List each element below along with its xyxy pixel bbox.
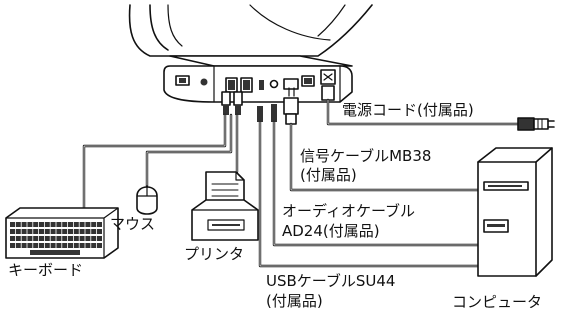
usb-cable-label: USBケーブルSU44 (266, 272, 396, 290)
printer (191, 171, 259, 241)
keyboard-key (91, 236, 97, 241)
keyboard-key (91, 243, 97, 248)
keyboard-key (10, 236, 15, 241)
monitor-base-top (169, 55, 353, 67)
keyboard-key (85, 222, 91, 227)
keyboard-key (21, 222, 27, 227)
signal-cable-label-2: (付属品) (300, 166, 357, 184)
keyboard (5, 207, 119, 259)
keyboard-key (15, 243, 21, 248)
keyboard-key (50, 222, 56, 227)
monitor (128, 4, 373, 103)
signal-port-icon (283, 78, 299, 90)
keyboard-key (44, 236, 50, 241)
keyboard-key (21, 243, 27, 248)
keyboard-key (15, 236, 21, 241)
keyboard-key (39, 222, 44, 227)
printer-label: プリンタ (184, 245, 245, 263)
keyboard-key (79, 236, 85, 241)
keyboard-key (56, 236, 62, 241)
computer-label: コンピュータ (452, 293, 543, 311)
keyboard-key (97, 236, 102, 241)
keyboard-key (21, 236, 27, 241)
keyboard-key (91, 229, 97, 234)
keyboard-key (91, 222, 97, 227)
keyboard-key (44, 243, 50, 248)
keyboard-key (73, 222, 79, 227)
keyboard-key (56, 243, 62, 248)
keyboard-label: キーボード (8, 261, 84, 279)
monitor-connector-panel (163, 65, 353, 103)
ac-plug-icon (517, 117, 535, 131)
keyboard-key (10, 229, 15, 234)
keyboard-key (27, 243, 33, 248)
knob-icon (200, 78, 208, 86)
keyboard-key (73, 243, 79, 248)
keyboard-key (27, 229, 33, 234)
keyboard-key (62, 229, 68, 234)
keyboard-key (27, 236, 33, 241)
keyboard-key (10, 243, 15, 248)
keyboard-key (85, 229, 91, 234)
keyboard-key (33, 222, 39, 227)
keyboard-key (79, 222, 85, 227)
computer (477, 147, 553, 277)
keyboard-key (10, 222, 15, 227)
keyboard-key (68, 229, 73, 234)
audio-cable-label: オーディオケーブル (282, 202, 416, 220)
audio-cable-label-2: AD24(付属品) (282, 222, 380, 240)
keyboard-key (68, 243, 73, 248)
audio-port-icon (269, 79, 279, 89)
monitor-body (128, 4, 373, 57)
mouse-icon (136, 186, 158, 215)
keyboard-key (73, 229, 79, 234)
keyboard-key (50, 236, 56, 241)
keyboard-key (85, 243, 91, 248)
usb-cable-label-2: (付属品) (266, 292, 323, 310)
keyboard-key (97, 243, 102, 248)
keyboard-key (33, 236, 39, 241)
keyboard-key (97, 229, 102, 234)
keyboard-key (33, 229, 39, 234)
signal-cable-label: 信号ケーブルMB38 (300, 147, 432, 165)
keyboard-key (62, 243, 68, 248)
keyboard-key (50, 243, 56, 248)
keyboard-key (56, 229, 62, 234)
keyboard-key (97, 222, 102, 227)
keyboard-key (39, 236, 44, 241)
keyboard-key (33, 243, 39, 248)
keyboard-keys (10, 222, 102, 255)
keyboard-key (62, 222, 68, 227)
mouse-label: マウス (110, 215, 156, 233)
keyboard-key (44, 229, 50, 234)
keyboard-key (39, 229, 44, 234)
keyboard-key (44, 222, 50, 227)
keyboard-key (68, 222, 73, 227)
keyboard-key (21, 229, 27, 234)
keyboard-key (85, 236, 91, 241)
keyboard-key (15, 229, 21, 234)
keyboard-key (62, 236, 68, 241)
keyboard-key (56, 222, 62, 227)
keyboard-key (27, 222, 33, 227)
keyboard-key (79, 229, 85, 234)
keyboard-key (15, 222, 21, 227)
power-cord-label: 電源コード(付属品) (342, 101, 474, 119)
keyboard-key (50, 229, 56, 234)
mouse (136, 185, 158, 215)
keyboard-key (79, 243, 85, 248)
keyboard-spacebar (30, 250, 80, 255)
keyboard-key (73, 236, 79, 241)
keyboard-key (39, 243, 44, 248)
keyboard-key (68, 236, 73, 241)
